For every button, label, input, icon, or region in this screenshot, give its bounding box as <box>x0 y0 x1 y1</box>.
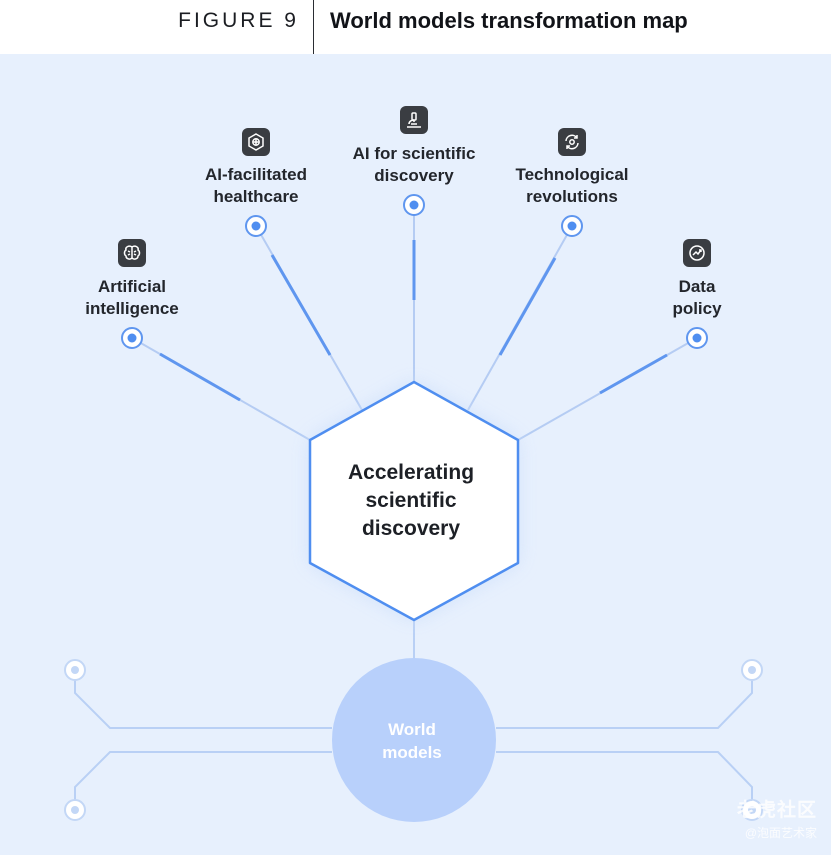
marker-tech <box>561 215 583 237</box>
node-label-ai: Artificial intelligence <box>85 276 179 320</box>
center-line3: discovery <box>361 517 461 540</box>
node-markers <box>121 194 708 349</box>
connector-lines <box>131 205 698 441</box>
marker-ai-science <box>403 194 425 216</box>
node-label-tech: Technological revolutions <box>515 164 628 208</box>
node-tech-line2: revolutions <box>526 187 618 206</box>
center-line1: Accelerating <box>347 461 475 484</box>
node-tech-line1: Technological <box>515 165 629 184</box>
center-label: Accelerating scientific discovery <box>321 459 501 543</box>
endpoint-right-top-dot <box>748 666 756 674</box>
spoke-data-accent <box>599 353 668 395</box>
node-healthcare-line1: AI-facilitated <box>204 165 308 184</box>
chart-trend-icon <box>683 239 711 267</box>
node-label-data: Data policy <box>672 276 721 320</box>
cycle-gear-icon <box>558 128 586 156</box>
figure-header: FIGURE 9 World models transformation map <box>0 0 831 54</box>
node-label-healthcare: AI-facilitated healthcare <box>205 164 307 208</box>
node-data-line1: Data <box>678 277 716 296</box>
circuit-right-top <box>496 670 753 729</box>
world-models-label: World models <box>352 718 472 764</box>
header-divider <box>313 0 314 54</box>
world-models-circle <box>332 658 496 822</box>
spoke-ai-accent <box>159 352 241 402</box>
node-data-line2: policy <box>672 299 722 318</box>
spoke-healthcare-accent <box>270 254 332 356</box>
node-ai-line1: Artificial <box>97 277 167 296</box>
endpoint-left-bottom-dot <box>71 806 79 814</box>
world-models-line2: models <box>382 743 442 762</box>
endpoint-left-top-dot <box>71 666 79 674</box>
spoke-tech-accent <box>498 257 557 356</box>
node-healthcare-line2: healthcare <box>213 187 299 206</box>
circuit-lines <box>74 620 753 810</box>
microscope-icon <box>400 106 428 134</box>
node-ai-science-line1: AI for scientific <box>352 144 476 163</box>
marker-ai <box>121 327 143 349</box>
center-line2: scientific <box>365 489 457 512</box>
node-label-ai-science: AI for scientific discovery <box>353 143 476 187</box>
world-models-line1: World <box>388 720 436 739</box>
circuit-endpoints <box>64 659 763 821</box>
watermark-main: 老虎社区 <box>736 800 817 821</box>
node-ai-science-line2: discovery <box>374 166 454 185</box>
watermark-sub: @泡面艺术家 <box>744 826 817 840</box>
figure-title: World models transformation map <box>330 8 688 33</box>
marker-healthcare <box>245 215 267 237</box>
circuit-left-top <box>74 670 332 729</box>
watermark: 老虎社区 @泡面艺术家 <box>737 795 817 841</box>
circuit-right-bottom <box>496 751 753 810</box>
figure-number: FIGURE 9 <box>178 9 299 32</box>
center-hexagon <box>308 380 520 622</box>
endpoint-right-bottom-dot <box>748 806 756 814</box>
node-ai-line2: intelligence <box>85 299 179 318</box>
brain-icon <box>118 239 146 267</box>
circuit-left-bottom <box>74 751 332 810</box>
medical-icon <box>242 128 270 156</box>
marker-data <box>686 327 708 349</box>
